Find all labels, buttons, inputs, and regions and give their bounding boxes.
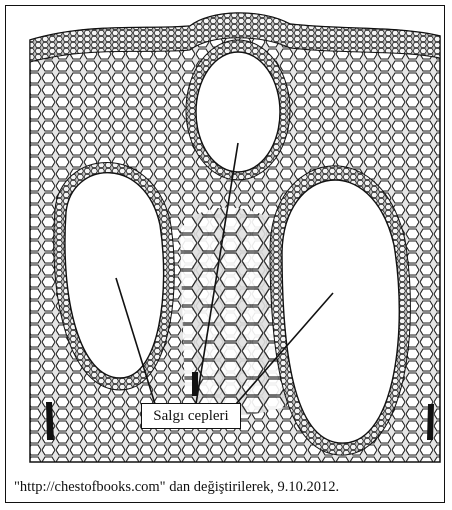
source-caption: "http://chestofbooks.com" dan değiştiril… bbox=[14, 479, 440, 496]
secretory-cavity-right bbox=[270, 166, 410, 455]
figure-label: Salgı cepleri bbox=[141, 403, 241, 429]
secretory-cavity-top bbox=[186, 40, 290, 180]
